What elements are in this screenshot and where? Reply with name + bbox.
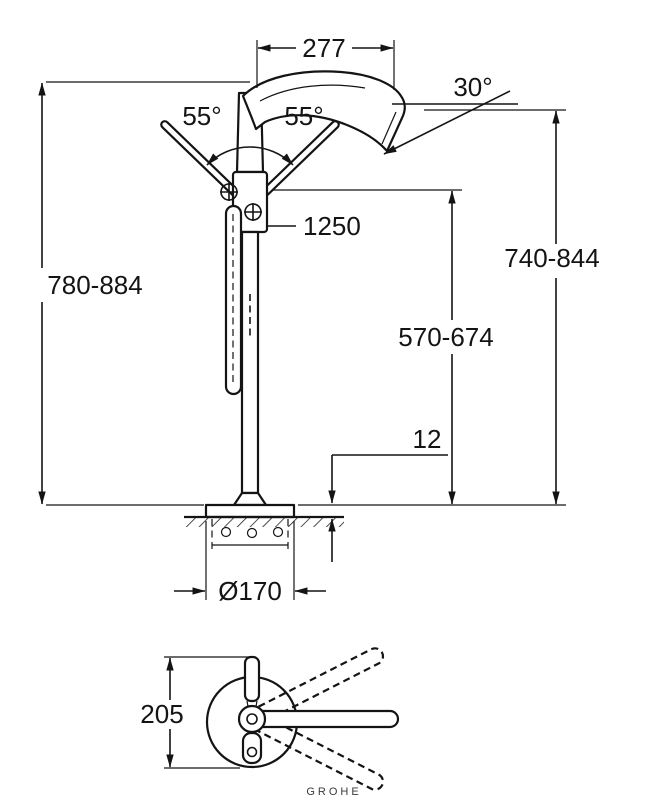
brand-mark: GROHE xyxy=(306,786,361,798)
dimension-label: 205 xyxy=(140,699,183,729)
valve-body-circle xyxy=(237,704,267,734)
angle-arc-left xyxy=(206,146,251,166)
dim-plan-depth: 205 xyxy=(140,656,256,769)
dim-base-diameter: Ø170 xyxy=(174,521,326,606)
dim-overall-height: 780-884 xyxy=(38,81,250,506)
lever-top-view xyxy=(243,655,261,703)
dim-lever-height: 570-674 xyxy=(272,189,494,505)
pivot-cross-left xyxy=(220,183,238,201)
extension-lines xyxy=(46,81,250,506)
dimension-label: 30° xyxy=(453,72,492,102)
dimension-label: 12 xyxy=(413,424,442,454)
anchor-bolt-center xyxy=(246,527,258,539)
front-view xyxy=(160,70,406,553)
valve-center-circle xyxy=(246,713,258,725)
spout-outlet-line xyxy=(381,111,397,145)
spout-inner-line xyxy=(259,84,366,102)
dim-plate-thickness: 12 xyxy=(328,424,448,562)
dimension-label-left: 55° xyxy=(182,101,221,131)
angle-leader-line xyxy=(383,90,511,155)
extension-lines xyxy=(205,521,295,600)
riser-pipe xyxy=(240,230,260,495)
plan-view xyxy=(205,647,400,791)
anchor-hidden-lines xyxy=(211,519,289,553)
base-plate xyxy=(204,503,296,519)
dimension-label-right: 55° xyxy=(284,101,323,131)
extension-lines xyxy=(298,109,566,506)
dim-outlet-height: 740-844 xyxy=(298,109,600,506)
dim-hose-length: 1250 xyxy=(266,211,361,241)
dimension-label: 780-884 xyxy=(47,270,142,300)
dimension-label: 740-844 xyxy=(504,243,599,273)
floor-hatch xyxy=(184,517,344,527)
spout-arm-swing-down xyxy=(247,710,385,791)
underfloor-fixing xyxy=(211,519,289,553)
dimension-label: Ø170 xyxy=(218,576,282,606)
anchor-bolt-right xyxy=(272,526,284,538)
dim-spout-reach: 277 xyxy=(256,33,395,90)
dim-lever-angle: 55° 55° xyxy=(182,101,324,166)
base-flare xyxy=(232,491,268,507)
dimension-label: 1250 xyxy=(303,211,361,241)
hand-shower-center xyxy=(246,746,258,758)
dimension-label: 277 xyxy=(302,33,345,63)
spout-arm xyxy=(250,709,400,729)
dim-spout-angle: 30° xyxy=(383,72,518,155)
anchor-bolt-left xyxy=(220,526,232,538)
angle-arc-right xyxy=(249,146,294,166)
extension-lines xyxy=(256,40,395,90)
pivot-cross-right xyxy=(244,203,262,221)
dimension-label: 570-674 xyxy=(398,322,493,352)
spout-arm-swing-up xyxy=(247,647,385,728)
extension-lines xyxy=(164,656,256,769)
